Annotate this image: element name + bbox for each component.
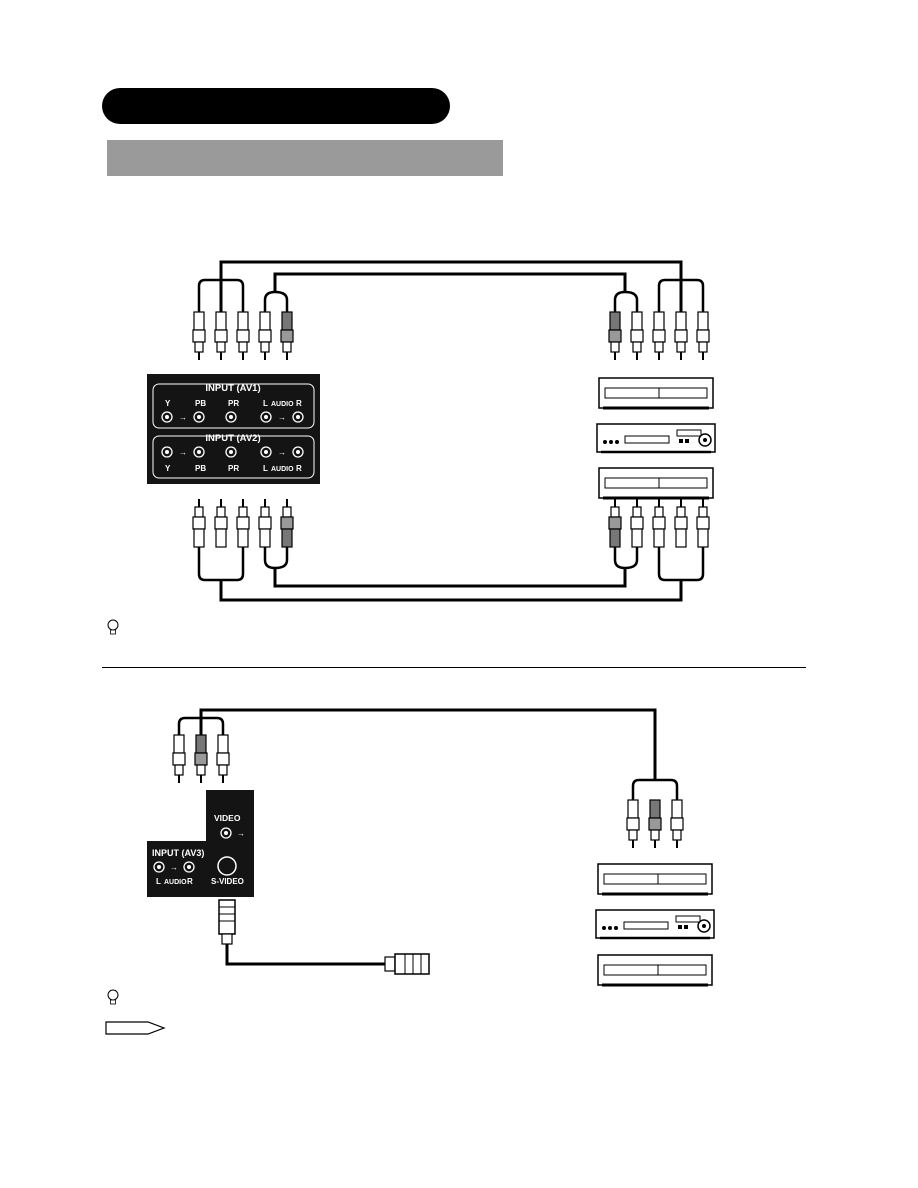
- av2-jacks: → →: [161, 446, 304, 458]
- note-arrow-icon: [105, 1021, 166, 1035]
- svg-text:→: →: [278, 448, 286, 457]
- tip-icon: [107, 619, 119, 635]
- svg-text:→: →: [237, 829, 245, 838]
- av3-l-label: L: [156, 877, 161, 886]
- svideo-cable: [218, 899, 430, 975]
- av1-cables: [197, 260, 705, 312]
- av2-left-plugs: [192, 498, 294, 548]
- av2-y-label: Y: [165, 464, 171, 473]
- av1-left-plugs: [192, 311, 294, 361]
- svg-text:→: →: [170, 863, 178, 872]
- av3-audio-label: AUDIO: [164, 879, 187, 886]
- av1-right-plugs: [608, 311, 710, 361]
- input-panel-av1-av2: [147, 374, 320, 484]
- dvd-device: [595, 422, 717, 454]
- av1-l-label: L: [263, 399, 268, 408]
- av1-y-label: Y: [165, 399, 171, 408]
- section-title-bar: [102, 88, 450, 124]
- av3-title: INPUT (AV3): [152, 848, 204, 858]
- vcr-device: [597, 376, 715, 410]
- av3-r-label: R: [187, 877, 193, 886]
- av2-pr-label: PR: [228, 464, 239, 473]
- av3-left-plugs: [172, 734, 230, 784]
- tip-icon: [107, 989, 119, 1005]
- av2-r-label: R: [296, 464, 302, 473]
- av3-right-plugs: [626, 799, 684, 849]
- vcr-device: [596, 862, 714, 896]
- vcr-device: [597, 466, 715, 500]
- svg-text:→: →: [179, 413, 187, 422]
- av2-audio-label: AUDIO: [271, 466, 294, 473]
- svg-text:→: →: [179, 448, 187, 457]
- av3-cables: [177, 708, 679, 800]
- av3-video-label: VIDEO: [214, 813, 241, 823]
- section-subtitle-bar: [107, 140, 503, 176]
- svideo-jack: [217, 856, 237, 876]
- av1-title: INPUT (AV1): [205, 383, 260, 394]
- av1-r-label: R: [296, 399, 302, 408]
- av1-pb-label: PB: [195, 399, 206, 408]
- svg-text:→: →: [278, 413, 286, 422]
- av1-pr-label: PR: [228, 399, 239, 408]
- section-divider: [102, 667, 806, 668]
- av2-cables: [197, 547, 705, 602]
- av3-svideo-label: S-VIDEO: [211, 877, 244, 886]
- av2-right-plugs: [608, 498, 710, 548]
- av2-pb-label: PB: [195, 464, 206, 473]
- av2-title: INPUT (AV2): [205, 433, 260, 444]
- av2-l-label: L: [263, 464, 268, 473]
- dvd-device: [594, 908, 716, 940]
- vcr-device: [596, 953, 714, 987]
- av1-jacks: → →: [161, 411, 304, 423]
- av1-audio-label: AUDIO: [271, 401, 294, 408]
